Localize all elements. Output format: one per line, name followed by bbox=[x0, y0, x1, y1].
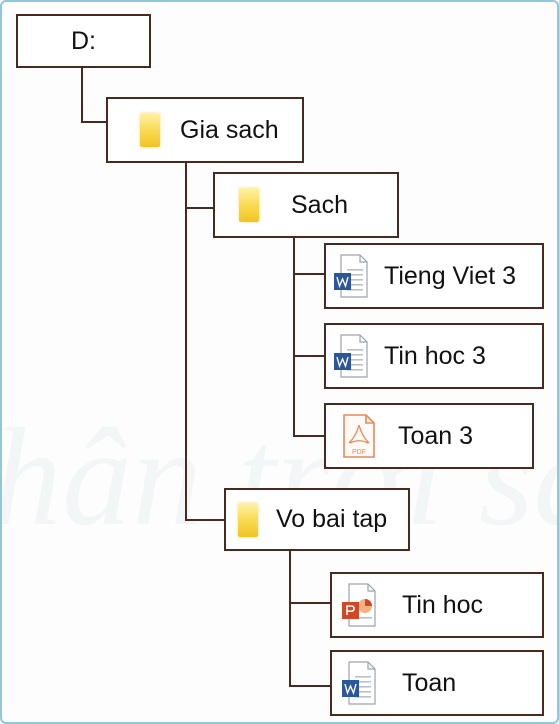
file-tin-hoc-3-box[interactable]: Tin hoc 3 bbox=[324, 323, 544, 389]
connector-gia-sach-children bbox=[185, 163, 224, 521]
folder-vo-bai-tap-box[interactable]: Vo bai tap bbox=[224, 488, 410, 551]
powerpoint-document-icon bbox=[342, 583, 376, 627]
folder-gia-sach-label: Gia sach bbox=[180, 115, 279, 144]
file-tieng-viet-3-box[interactable]: Tieng Viet 3 bbox=[324, 243, 544, 309]
file-tin-hoc-3-label: Tin hoc 3 bbox=[384, 341, 486, 370]
word-document-icon bbox=[342, 661, 376, 705]
word-document-icon bbox=[334, 334, 368, 378]
pdf-icon-text: PDF bbox=[352, 449, 366, 456]
file-toan-3-label: Toan 3 bbox=[398, 421, 474, 450]
file-tin-hoc-box[interactable]: Tin hoc bbox=[330, 572, 544, 638]
word-document-icon bbox=[334, 254, 368, 298]
file-tin-hoc-label: Tin hoc bbox=[402, 590, 484, 619]
file-toan-label: Toan bbox=[402, 668, 457, 697]
folder-sach-label: Sach bbox=[291, 190, 348, 219]
connector-sach-children bbox=[293, 236, 324, 437]
root-drive-label: D: bbox=[71, 26, 96, 55]
connector-root-gia-sach bbox=[81, 66, 106, 123]
file-toan-3-box[interactable]: PDF Toan 3 bbox=[324, 403, 534, 469]
folder-icon bbox=[239, 188, 259, 222]
file-tieng-viet-3-label: Tieng Viet 3 bbox=[384, 261, 517, 290]
root-drive-box[interactable]: D: bbox=[16, 14, 151, 68]
folder-icon bbox=[238, 502, 258, 537]
folder-gia-sach-box[interactable]: Gia sach bbox=[106, 97, 304, 163]
folder-sach-box[interactable]: Sach bbox=[213, 172, 399, 238]
connector-vo-bai-tap-children bbox=[289, 551, 330, 687]
folder-vo-bai-tap-label: Vo bai tap bbox=[276, 505, 388, 533]
pdf-document-icon: PDF bbox=[343, 414, 375, 458]
folder-icon bbox=[140, 113, 160, 147]
file-toan-box[interactable]: Toan bbox=[330, 650, 544, 716]
